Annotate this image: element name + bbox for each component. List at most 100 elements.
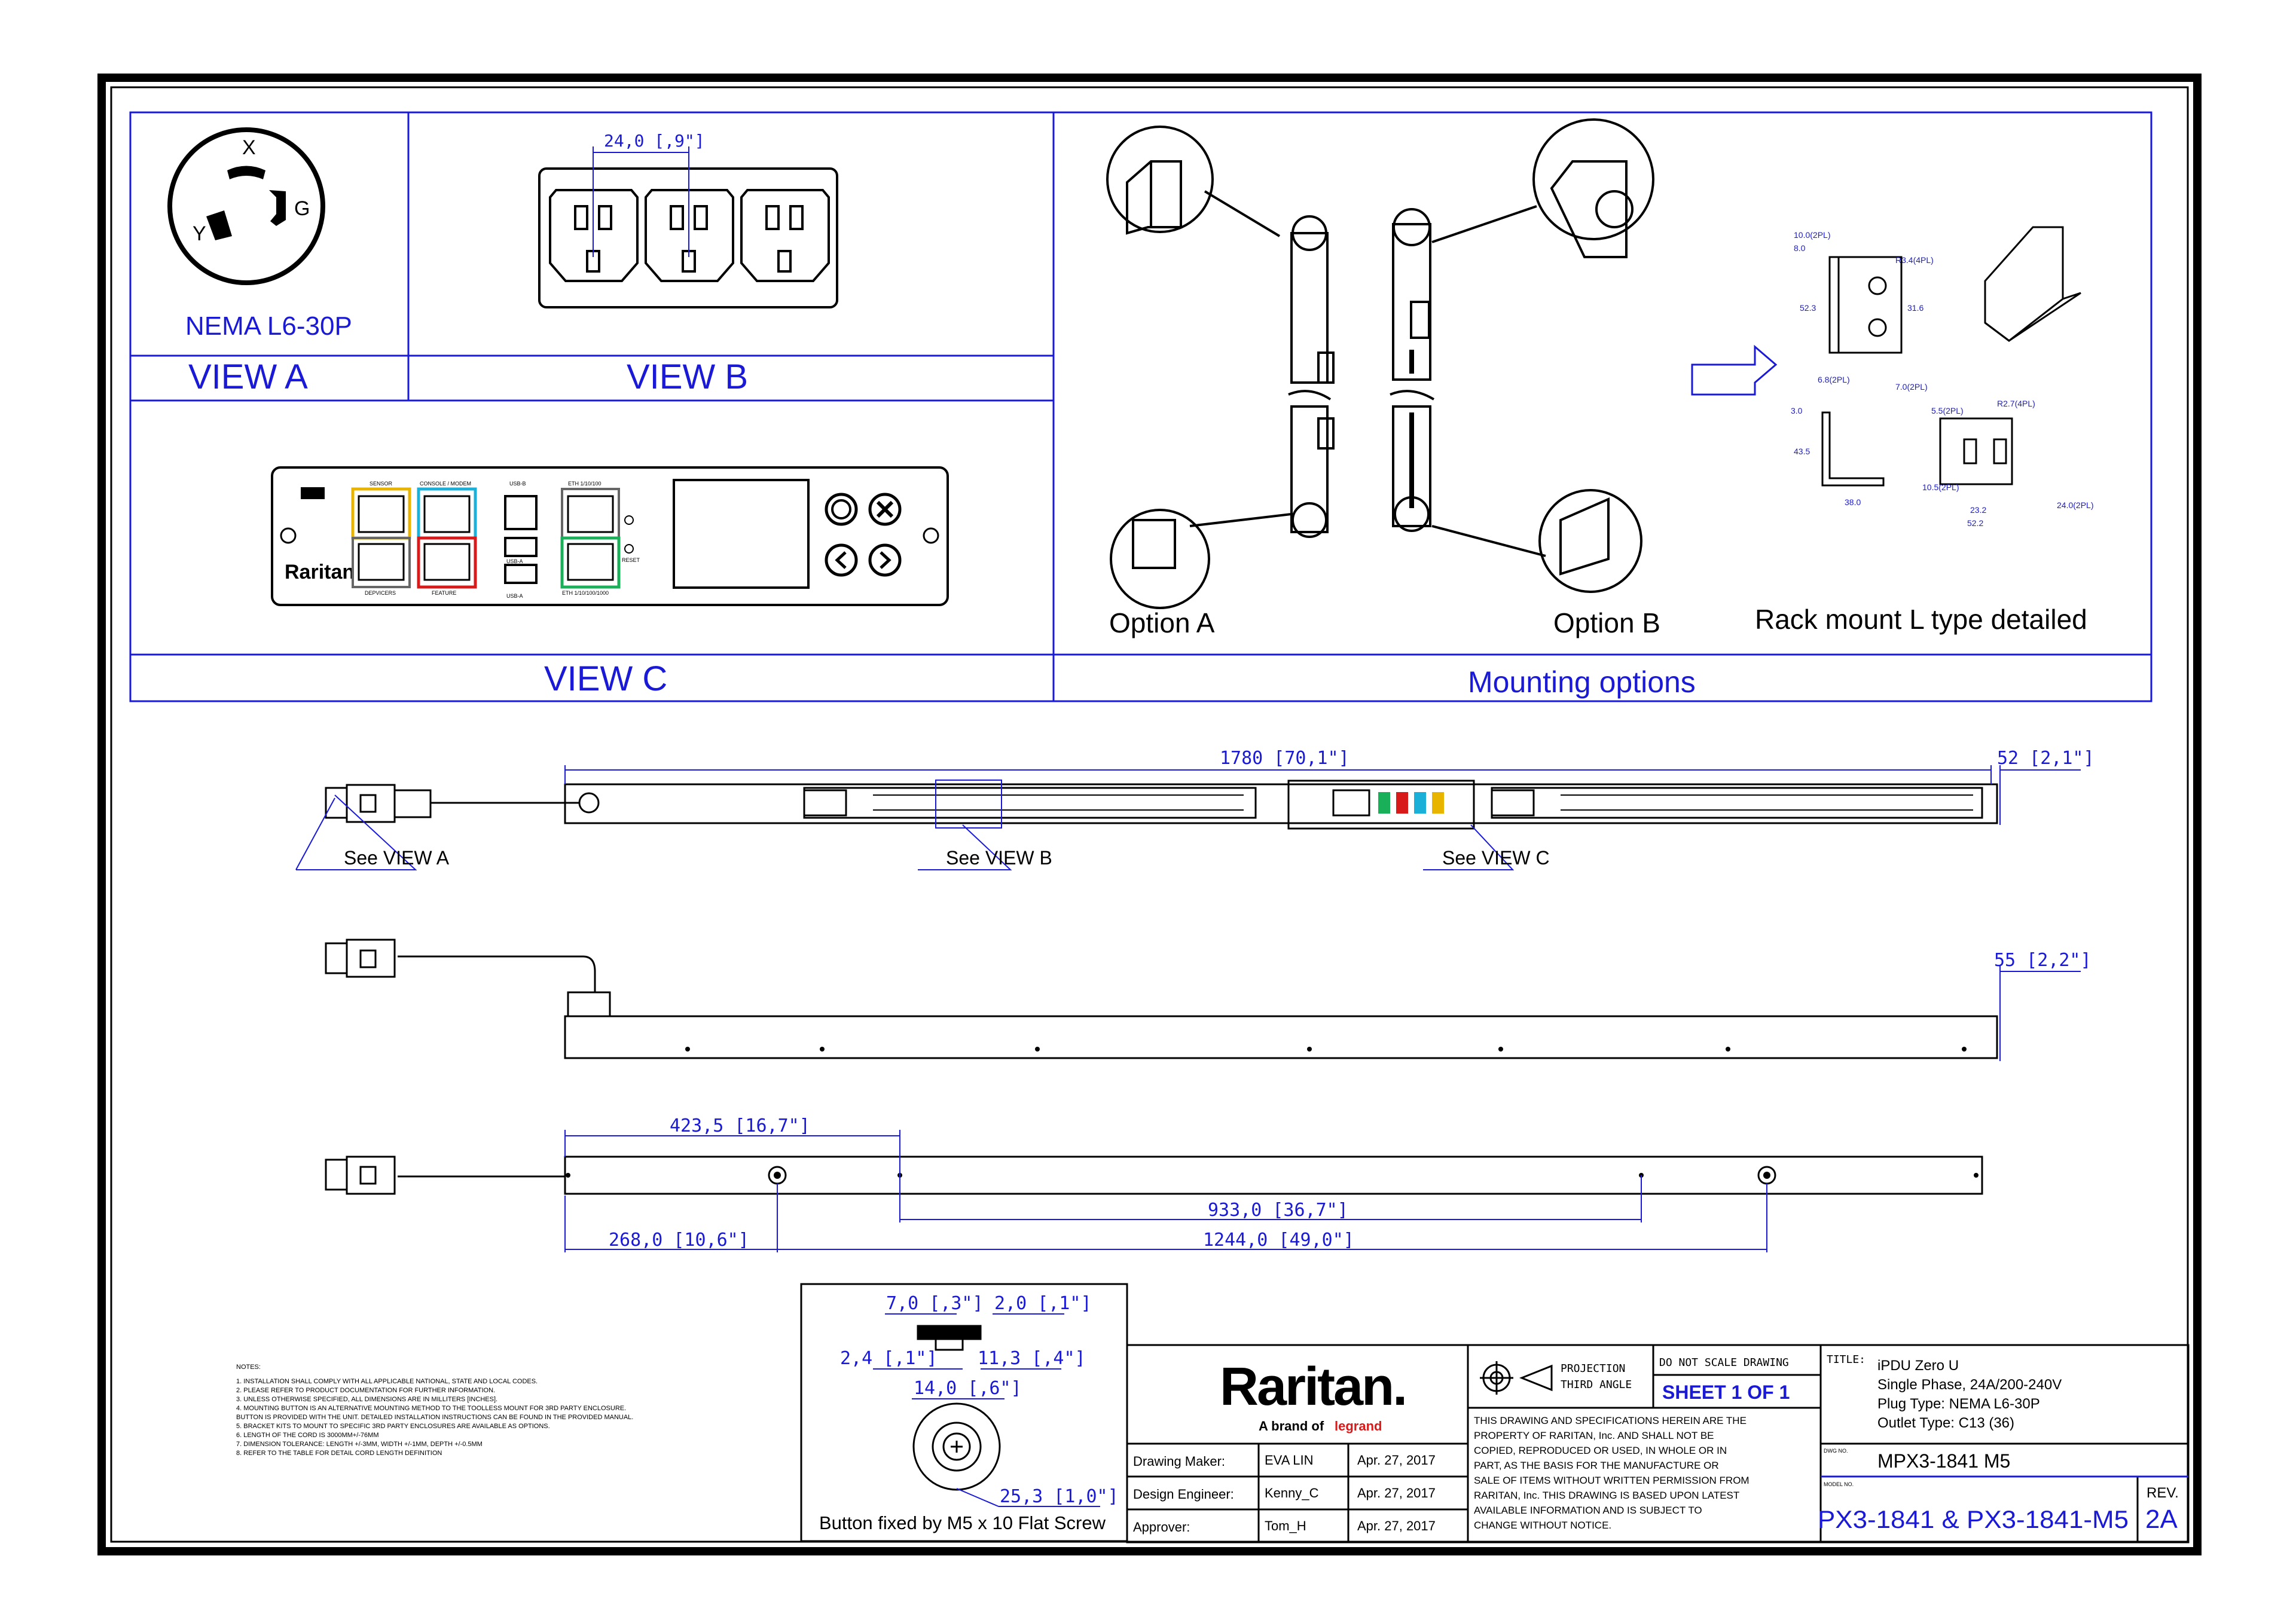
- bracket-dim-text: 10.0(2PL) 8.0 R3.4(4PL) 52.3 31.6 6.8(2P…: [1791, 230, 2093, 528]
- date-engineer: Apr. 27, 2017: [1357, 1486, 1436, 1500]
- see-view-c: See VIEW C: [1442, 847, 1550, 869]
- role-approver: Approver:: [1133, 1520, 1190, 1535]
- sheet-number: SHEET 1 OF 1: [1662, 1381, 1790, 1403]
- option-b-strip-detail: [1409, 350, 1414, 508]
- see-view-a: See VIEW A: [344, 847, 450, 869]
- view-a-plug: X G Y: [167, 127, 325, 285]
- view-a-label: VIEW A: [188, 357, 308, 396]
- rack-bracket-detail: [1691, 226, 2081, 487]
- front-dim-lines: [295, 765, 2081, 870]
- rev-label: REV.: [2147, 1485, 2179, 1501]
- dim-268: 268,0 [10,6"]: [609, 1230, 749, 1251]
- title-line: Plug Type: NEMA L6-30P: [1877, 1396, 2040, 1412]
- property-line: SALE OF ITEMS WITHOUT WRITTEN PERMISSION…: [1474, 1475, 1750, 1486]
- mounting-option-a: [1106, 126, 1335, 609]
- see-view-b: See VIEW B: [946, 847, 1052, 869]
- note-line: 8. REFER TO THE TABLE FOR DETAIL CORD LE…: [236, 1450, 442, 1457]
- port-label-reset: RESET: [622, 557, 640, 563]
- title-line: iPDU Zero U: [1877, 1358, 1959, 1374]
- pin-x-label: X: [242, 136, 256, 159]
- bracket-dim-0: 10.0(2PL): [1794, 230, 1830, 240]
- projection-symbol: [1480, 1361, 1553, 1395]
- bracket-dim-5: 6.8(2PL): [1818, 375, 1850, 384]
- view-b-label: VIEW B: [627, 357, 748, 396]
- views-panel: [129, 111, 2152, 702]
- bracket-dim-10: 43.5: [1794, 447, 1810, 456]
- property-line: COPIED, REPRODUCED OR USED, IN WHOLE OR …: [1474, 1445, 1727, 1456]
- bracket-dim-13: 23.2: [1970, 505, 1986, 515]
- port-label-feature: FEATURE: [432, 590, 456, 596]
- property-line: CHANGE WITHOUT NOTICE.: [1474, 1520, 1611, 1531]
- bracket-dim-3: 52.3: [1800, 303, 1816, 313]
- port-label-eth2: ETH 1/10/100/1000: [562, 590, 609, 596]
- role-engineer: Design Engineer:: [1133, 1487, 1234, 1502]
- note-line: 2. PLEASE REFER TO PRODUCT DOCUMENTATION…: [236, 1387, 495, 1394]
- port-label-sensor: SENSOR: [370, 481, 393, 487]
- title-line: Outlet Type: C13 (36): [1877, 1415, 2014, 1431]
- dwg-label: DWG NO.: [1824, 1448, 1848, 1454]
- model-number: PX3-1841 & PX3-1841-M5: [1818, 1505, 2129, 1533]
- name-maker: EVA LIN: [1265, 1453, 1314, 1468]
- bracket-dim-1: 8.0: [1794, 243, 1806, 253]
- front-outlet-pattern: [873, 794, 1973, 811]
- pin-g-label: G: [294, 197, 310, 220]
- pdu-rear-view: [325, 1156, 1983, 1195]
- mounting-options-label: Mounting options: [1468, 665, 1696, 699]
- dim-width: 52 [2,1"]: [1997, 748, 2095, 769]
- button-detail-drawing: [912, 1325, 1001, 1491]
- property-line: RARITAN, Inc. THIS DRAWING IS BASED UPON…: [1474, 1490, 1739, 1501]
- note-line: 1. INSTALLATION SHALL COMPLY WITH ALL AP…: [236, 1378, 538, 1385]
- property-line: PART, AS THE BASIS FOR THE MANUFACTURE O…: [1474, 1460, 1719, 1471]
- dwg-number: MPX3-1841 M5: [1877, 1450, 2010, 1472]
- note-line: BUTTON IS PROVIDED WITH THE UNIT. DETAIL…: [236, 1414, 633, 1421]
- port-label-console: CONSOLE / MODEM: [420, 481, 471, 487]
- bracket-dim-15: 24.0(2PL): [2057, 500, 2093, 510]
- bracket-dim-7: 5.5(2PL): [1931, 406, 1964, 415]
- sheet-outer-border: [97, 74, 2202, 1555]
- name-approver: Tom_H: [1265, 1518, 1306, 1533]
- bracket-dim-12: 10.5(2PL): [1922, 482, 1959, 492]
- note-line: 5. BRACKET KITS TO MOUNT TO SPECIFIC 3RD…: [236, 1423, 550, 1430]
- button-dim-20: 2,0 [,1"]: [994, 1293, 1092, 1314]
- pdu-front-view: [325, 780, 1998, 830]
- option-b-label: Option B: [1553, 607, 1660, 638]
- button-dim-140: 14,0 [,6"]: [914, 1378, 1022, 1399]
- port-label-dep: DEPVICERS: [365, 590, 396, 596]
- approval-rows: Drawing Maker: EVA LIN Apr. 27, 2017 Des…: [1133, 1453, 1436, 1535]
- property-line: PROPERTY OF RARITAN, Inc. AND SHALL NOT …: [1474, 1430, 1714, 1441]
- date-maker: Apr. 27, 2017: [1357, 1453, 1436, 1468]
- bracket-dim-6: 7.0(2PL): [1895, 382, 1928, 392]
- button-dim-113: 11,3 [,4"]: [978, 1348, 1086, 1369]
- property-line: AVAILABLE INFORMATION AND IS SUBJECT TO: [1474, 1505, 1702, 1516]
- notes: NOTES: 1. INSTALLATION SHALL COMPLY WITH…: [236, 1364, 633, 1457]
- view-c-label: VIEW C: [544, 659, 667, 698]
- rev-value: 2A: [2145, 1505, 2178, 1534]
- plug-caption: NEMA L6-30P: [185, 311, 352, 341]
- pin-y-label: Y: [193, 222, 206, 245]
- rear-view-dots: [566, 1172, 1979, 1179]
- title-label: TITLE:: [1827, 1353, 1866, 1366]
- model-label: MODEL NO.: [1824, 1481, 1854, 1487]
- button-dim-24: 2,4 [,1"]: [840, 1348, 938, 1369]
- port-label-usb-b: USB-B: [509, 481, 526, 487]
- projection-label: PROJECTION: [1561, 1362, 1625, 1375]
- pdu-side-view: [325, 939, 1998, 1059]
- side-view-dots: [685, 1047, 1967, 1052]
- button-dim-lines: [873, 1313, 1100, 1507]
- bracket-dim-11: 38.0: [1845, 497, 1861, 507]
- bracket-dim-4: 31.6: [1907, 303, 1923, 313]
- controller-brand: Raritan: [285, 561, 355, 583]
- rear-dim-lines: [564, 1130, 1767, 1252]
- dim-1244: 1244,0 [49,0"]: [1203, 1230, 1354, 1251]
- date-approver: Apr. 27, 2017: [1357, 1518, 1436, 1533]
- third-angle-label: THIRD ANGLE: [1561, 1379, 1632, 1391]
- note-line: 6. LENGTH OF THE CORD IS 3000MM+/-76MM: [236, 1432, 379, 1439]
- view-c-controller: Raritan SENSOR CONSOLE / MODEM: [271, 466, 949, 606]
- dim-933: 933,0 [36,7"]: [1208, 1200, 1348, 1221]
- role-maker: Drawing Maker:: [1133, 1454, 1225, 1469]
- port-label-usb-a2: USB-A: [506, 593, 523, 599]
- bracket-dim-8: R2.7(4PL): [1997, 399, 2035, 408]
- controller-ports-mini: [1378, 792, 1444, 814]
- bracket-dim-9: 3.0: [1791, 406, 1803, 415]
